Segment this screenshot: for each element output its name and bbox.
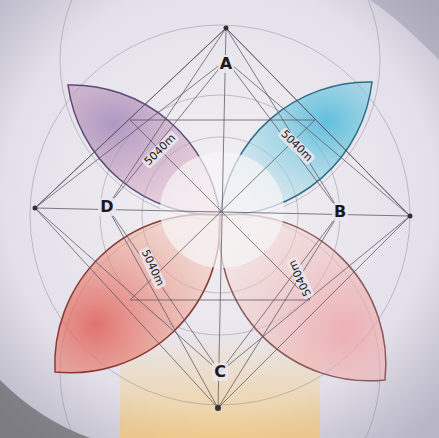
- point-label: B: [332, 203, 348, 221]
- point-label: C: [212, 363, 228, 381]
- point-label: A: [218, 55, 234, 73]
- point-label: D: [98, 198, 115, 216]
